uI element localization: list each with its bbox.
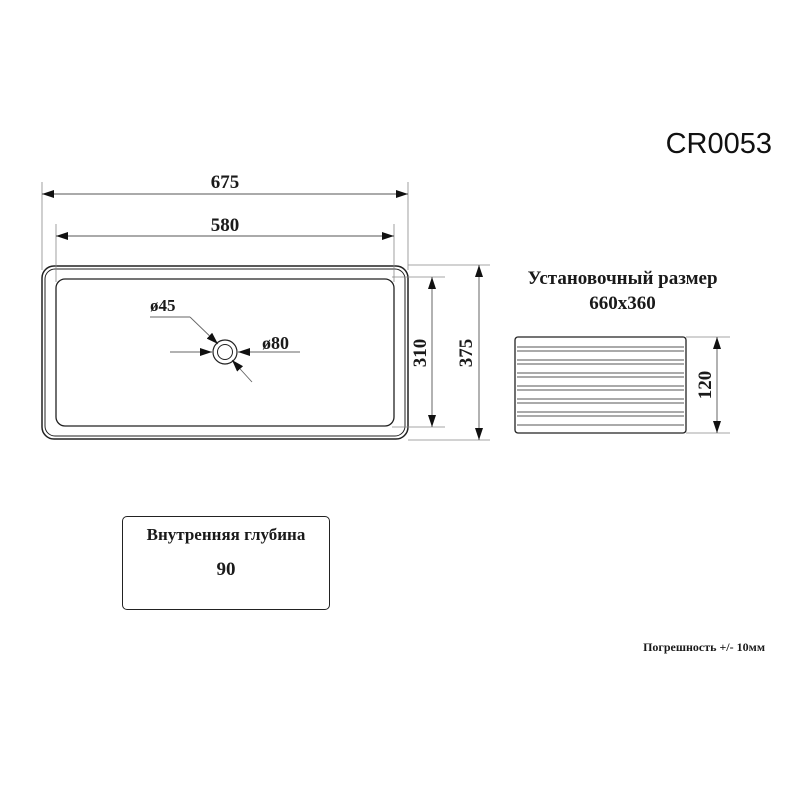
sink-top-view — [41, 265, 409, 440]
install-size-caption: Установочный размер 660x360 — [490, 266, 755, 316]
tolerance-note: Погрешность +/- 10мм — [643, 640, 765, 654]
install-size-value: 660x360 — [589, 293, 656, 314]
overall-width-label: 675 — [210, 172, 240, 193]
inner-depth-box: Внутренняя глубина 90 — [122, 516, 330, 610]
inner-width-label: 580 — [210, 215, 240, 236]
drain-hole — [150, 316, 300, 383]
overall-depth-label: 375 — [456, 338, 477, 368]
drain-outer-diameter-label: ø80 — [262, 333, 289, 353]
sink-side-view — [514, 336, 687, 434]
inner-depth-value: 90 — [216, 559, 236, 580]
model-number: CR0053 — [665, 128, 772, 160]
dimension-lines — [42, 190, 721, 440]
inner-depth-title: Внутренняя глубина — [146, 525, 306, 544]
inner-depth-label: 310 — [410, 338, 431, 368]
drain-inner-diameter-label: ø45 — [150, 296, 176, 315]
height-label: 120 — [695, 370, 716, 400]
install-size-label: Установочный размер — [527, 268, 718, 289]
